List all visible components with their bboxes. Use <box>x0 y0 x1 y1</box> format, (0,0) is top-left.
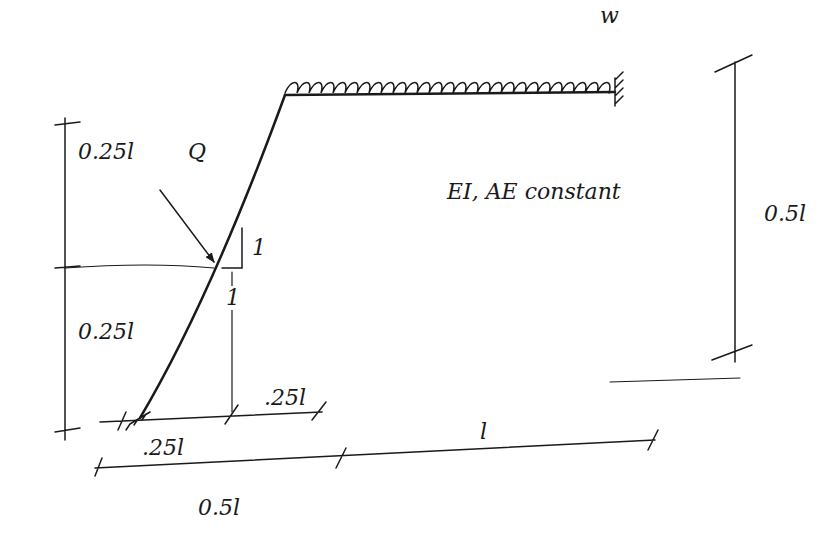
load-label: w <box>598 4 621 28</box>
slope-label: 1 <box>224 286 242 310</box>
distributed-load <box>285 83 610 94</box>
dimension-label: .25l <box>262 386 308 410</box>
horizontal-member <box>285 92 615 95</box>
dimension-label: 0.25l <box>76 320 136 344</box>
dimension-label: .25l <box>140 436 186 460</box>
dimension-label: 0.5l <box>196 496 242 520</box>
dimension-label: 0.5l <box>762 202 808 226</box>
inclined-member <box>140 95 285 418</box>
dimension-label: l <box>478 420 489 444</box>
load-label: Q <box>186 140 208 164</box>
fixed-support <box>615 72 623 106</box>
extension-line <box>65 265 214 268</box>
slope-label: 1 <box>250 236 268 260</box>
dimension-line <box>55 118 80 440</box>
property-note: EI, AE constant <box>445 180 623 204</box>
slope-triangle <box>222 228 242 268</box>
dimension-line <box>712 55 752 362</box>
dimension-line <box>95 430 658 476</box>
load-arrow <box>160 190 214 262</box>
extension-line <box>610 378 740 382</box>
dimension-label: 0.25l <box>76 140 136 164</box>
